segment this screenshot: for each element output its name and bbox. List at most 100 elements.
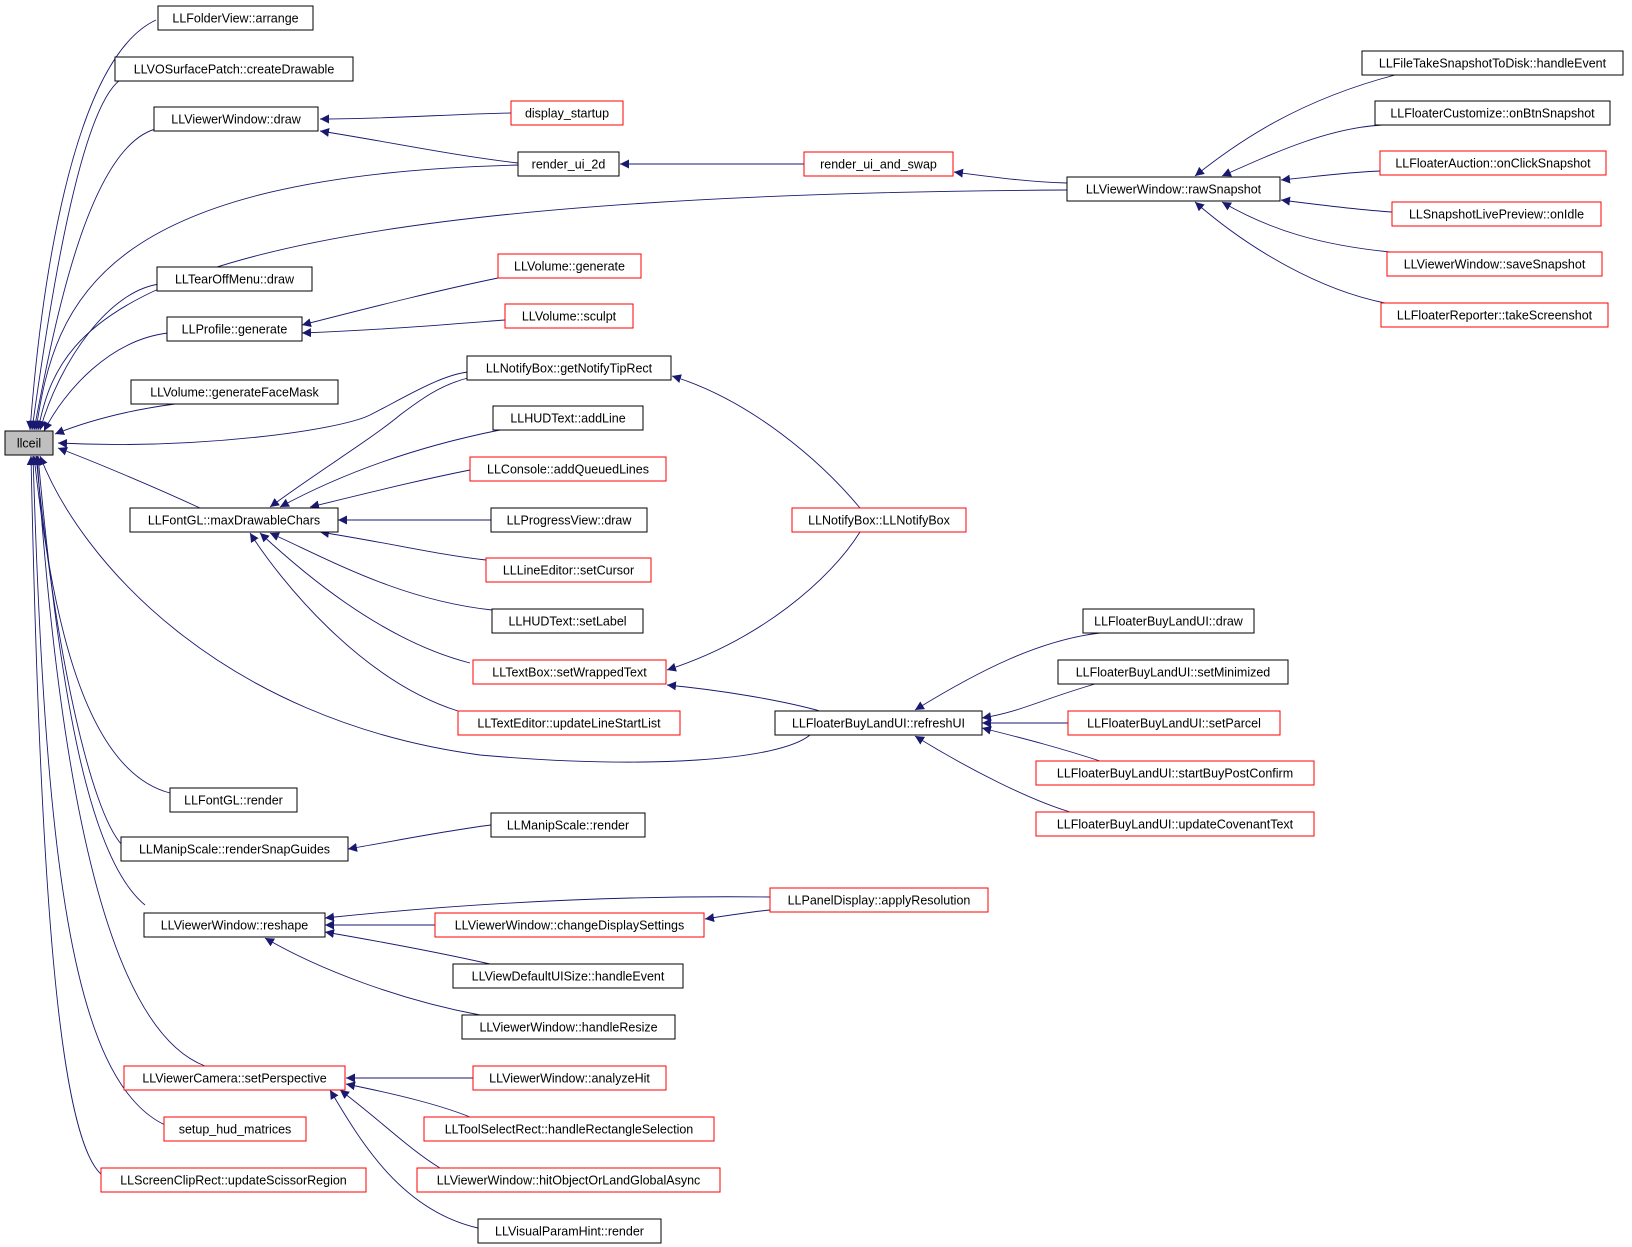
function-node-n15[interactable]: LLProfile::generate xyxy=(166,316,303,342)
function-node-n12[interactable]: LLViewerWindow::saveSnapshot xyxy=(1386,251,1603,277)
function-node-n37[interactable]: LLManipScale::renderSnapGuides xyxy=(120,836,349,862)
node-label: LLVisualParamHint::render xyxy=(495,1225,644,1239)
node-box xyxy=(1057,659,1289,685)
function-node-n5[interactable]: render_ui_2d xyxy=(517,151,620,177)
call-edge xyxy=(666,681,821,712)
call-edge xyxy=(264,937,481,1016)
function-node-n43[interactable]: LLViewerCamera::setPerspective xyxy=(123,1065,346,1091)
node-box xyxy=(4,430,54,456)
node-label: LLToolSelectRect::handleRectangleSelecti… xyxy=(445,1123,694,1137)
function-node-n33[interactable]: LLFloaterBuyLandUI::startBuyPostConfirm xyxy=(1035,760,1315,786)
call-edge xyxy=(1194,201,1386,304)
call-edge xyxy=(269,532,493,611)
function-node-n30[interactable]: LLTextEditor::updateLineStartList xyxy=(457,710,681,736)
function-node-n44[interactable]: LLViewerWindow::analyzeHit xyxy=(472,1065,667,1091)
function-node-n11[interactable]: LLSnapshotLivePreview::onIdle xyxy=(1391,201,1602,227)
function-node-n22[interactable]: LLFontGL::maxDrawableChars xyxy=(129,507,339,533)
function-node-n49[interactable]: LLVisualParamHint::render xyxy=(477,1218,662,1244)
call-edge xyxy=(309,469,471,510)
node-label: LLViewerWindow::rawSnapshot xyxy=(1086,183,1262,197)
function-node-n10[interactable]: LLFloaterAuction::onClickSnapshot xyxy=(1379,150,1607,176)
call-edge xyxy=(39,455,811,763)
node-box xyxy=(504,303,634,329)
function-node-n46[interactable]: LLToolSelectRect::handleRectangleSelecti… xyxy=(423,1116,715,1142)
function-node-n23[interactable]: LLProgressView::draw xyxy=(490,507,648,533)
function-node-n17[interactable]: LLVolume::sculpt xyxy=(504,303,634,329)
node-label: render_ui_and_swap xyxy=(820,158,937,172)
node-box xyxy=(477,1218,662,1244)
node-box xyxy=(466,355,672,381)
function-node-n31[interactable]: LLFloaterBuyLandUI::refreshUI xyxy=(774,710,983,736)
function-node-n4[interactable]: display_startup xyxy=(510,100,624,126)
function-node-n7[interactable]: LLViewerWindow::rawSnapshot xyxy=(1066,176,1281,202)
call-edge xyxy=(666,531,861,672)
node-box xyxy=(1386,251,1603,277)
call-edge xyxy=(32,164,521,431)
function-node-n27[interactable]: LLFloaterBuyLandUI::draw xyxy=(1082,608,1255,634)
function-node-n9[interactable]: LLFloaterCustomize::onBtnSnapshot xyxy=(1374,100,1611,126)
function-node-n26[interactable]: LLHUDText::setLabel xyxy=(491,608,644,634)
call-edge xyxy=(43,332,169,432)
node-box xyxy=(497,253,642,279)
call-edge xyxy=(345,1081,471,1118)
call-edge xyxy=(38,283,161,431)
call-edge xyxy=(981,725,1101,762)
call-edge xyxy=(57,371,469,448)
node-box xyxy=(1374,100,1611,126)
function-node-n19[interactable]: LLNotifyBox::getNotifyTipRect xyxy=(466,355,672,381)
function-node-n38[interactable]: LLPanelDisplay::applyResolution xyxy=(769,887,989,913)
node-box xyxy=(457,710,681,736)
function-node-n32[interactable]: LLFloaterBuyLandUI::setParcel xyxy=(1067,710,1281,736)
node-label: LLVolume::generateFaceMask xyxy=(150,386,319,400)
function-node-n40[interactable]: LLViewerWindow::changeDisplaySettings xyxy=(434,912,705,938)
node-label: LLViewerWindow::hitObjectOrLandGlobalAsy… xyxy=(437,1174,701,1188)
function-node-n47[interactable]: LLScreenClipRect::updateScissorRegion xyxy=(100,1167,367,1193)
node-box xyxy=(1380,302,1609,328)
call-edge xyxy=(1221,201,1391,253)
node-label: LLScreenClipRect::updateScissorRegion xyxy=(120,1174,347,1188)
function-node-n13[interactable]: LLFloaterReporter::takeScreenshot xyxy=(1380,302,1609,328)
function-node-llceil[interactable]: llceil xyxy=(4,430,54,456)
function-node-n48[interactable]: LLViewerWindow::hitObjectOrLandGlobalAsy… xyxy=(416,1167,721,1193)
function-node-n1[interactable]: LLFolderView::arrange xyxy=(157,5,314,31)
function-node-n25[interactable]: LLLineEditor::setCursor xyxy=(485,557,652,583)
call-edge xyxy=(339,1089,441,1169)
call-edge xyxy=(32,455,123,846)
function-node-n36[interactable]: LLFloaterBuyLandUI::updateCovenantText xyxy=(1035,811,1315,837)
function-node-n39[interactable]: LLViewerWindow::reshape xyxy=(143,912,326,938)
node-box xyxy=(130,379,339,405)
function-node-n42[interactable]: LLViewerWindow::handleResize xyxy=(461,1014,676,1040)
node-label: LLManipScale::renderSnapGuides xyxy=(139,843,330,857)
function-node-n41[interactable]: LLViewDefaultUISize::handleEvent xyxy=(452,963,684,989)
function-node-n34[interactable]: LLFontGL::render xyxy=(169,787,298,813)
function-node-n18[interactable]: LLVolume::generateFaceMask xyxy=(130,379,339,405)
function-node-n8[interactable]: LLFileTakeSnapshotToDisk::handleEvent xyxy=(1361,50,1624,76)
call-edge xyxy=(324,896,772,922)
function-node-n28[interactable]: LLTextBox::setWrappedText xyxy=(472,659,667,685)
function-node-n2[interactable]: LLVOSurfacePatch::createDrawable xyxy=(114,56,354,82)
node-label: LLFontGL::maxDrawableChars xyxy=(148,514,320,528)
node-box xyxy=(452,963,684,989)
call-edge xyxy=(26,455,103,1176)
function-node-n16[interactable]: LLVolume::generate xyxy=(497,253,642,279)
node-label: LLPanelDisplay::applyResolution xyxy=(788,894,971,908)
node-label: LLHUDText::setLabel xyxy=(508,615,626,629)
function-node-n3[interactable]: LLViewerWindow::draw xyxy=(153,106,319,132)
function-node-n14[interactable]: LLTearOffMenu::draw xyxy=(156,266,313,292)
function-node-n45[interactable]: setup_hud_matrices xyxy=(163,1116,307,1142)
node-label: setup_hud_matrices xyxy=(179,1123,292,1137)
node-box xyxy=(492,405,644,431)
function-node-n20[interactable]: LLHUDText::addLine xyxy=(492,405,644,431)
node-label: LLFolderView::arrange xyxy=(172,12,298,26)
function-node-n21[interactable]: LLConsole::addQueuedLines xyxy=(469,456,667,482)
call-edge xyxy=(704,909,771,923)
node-box xyxy=(434,912,705,938)
node-box xyxy=(510,100,624,126)
function-node-n35[interactable]: LLManipScale::render xyxy=(490,812,646,838)
function-node-n24[interactable]: LLNotifyBox::LLNotifyBox xyxy=(791,507,967,533)
call-edge xyxy=(33,455,206,1067)
function-node-n6[interactable]: render_ui_and_swap xyxy=(803,151,954,177)
call-edge xyxy=(28,455,166,1126)
node-label: render_ui_2d xyxy=(532,158,606,172)
function-node-n29[interactable]: LLFloaterBuyLandUI::setMinimized xyxy=(1057,659,1289,685)
